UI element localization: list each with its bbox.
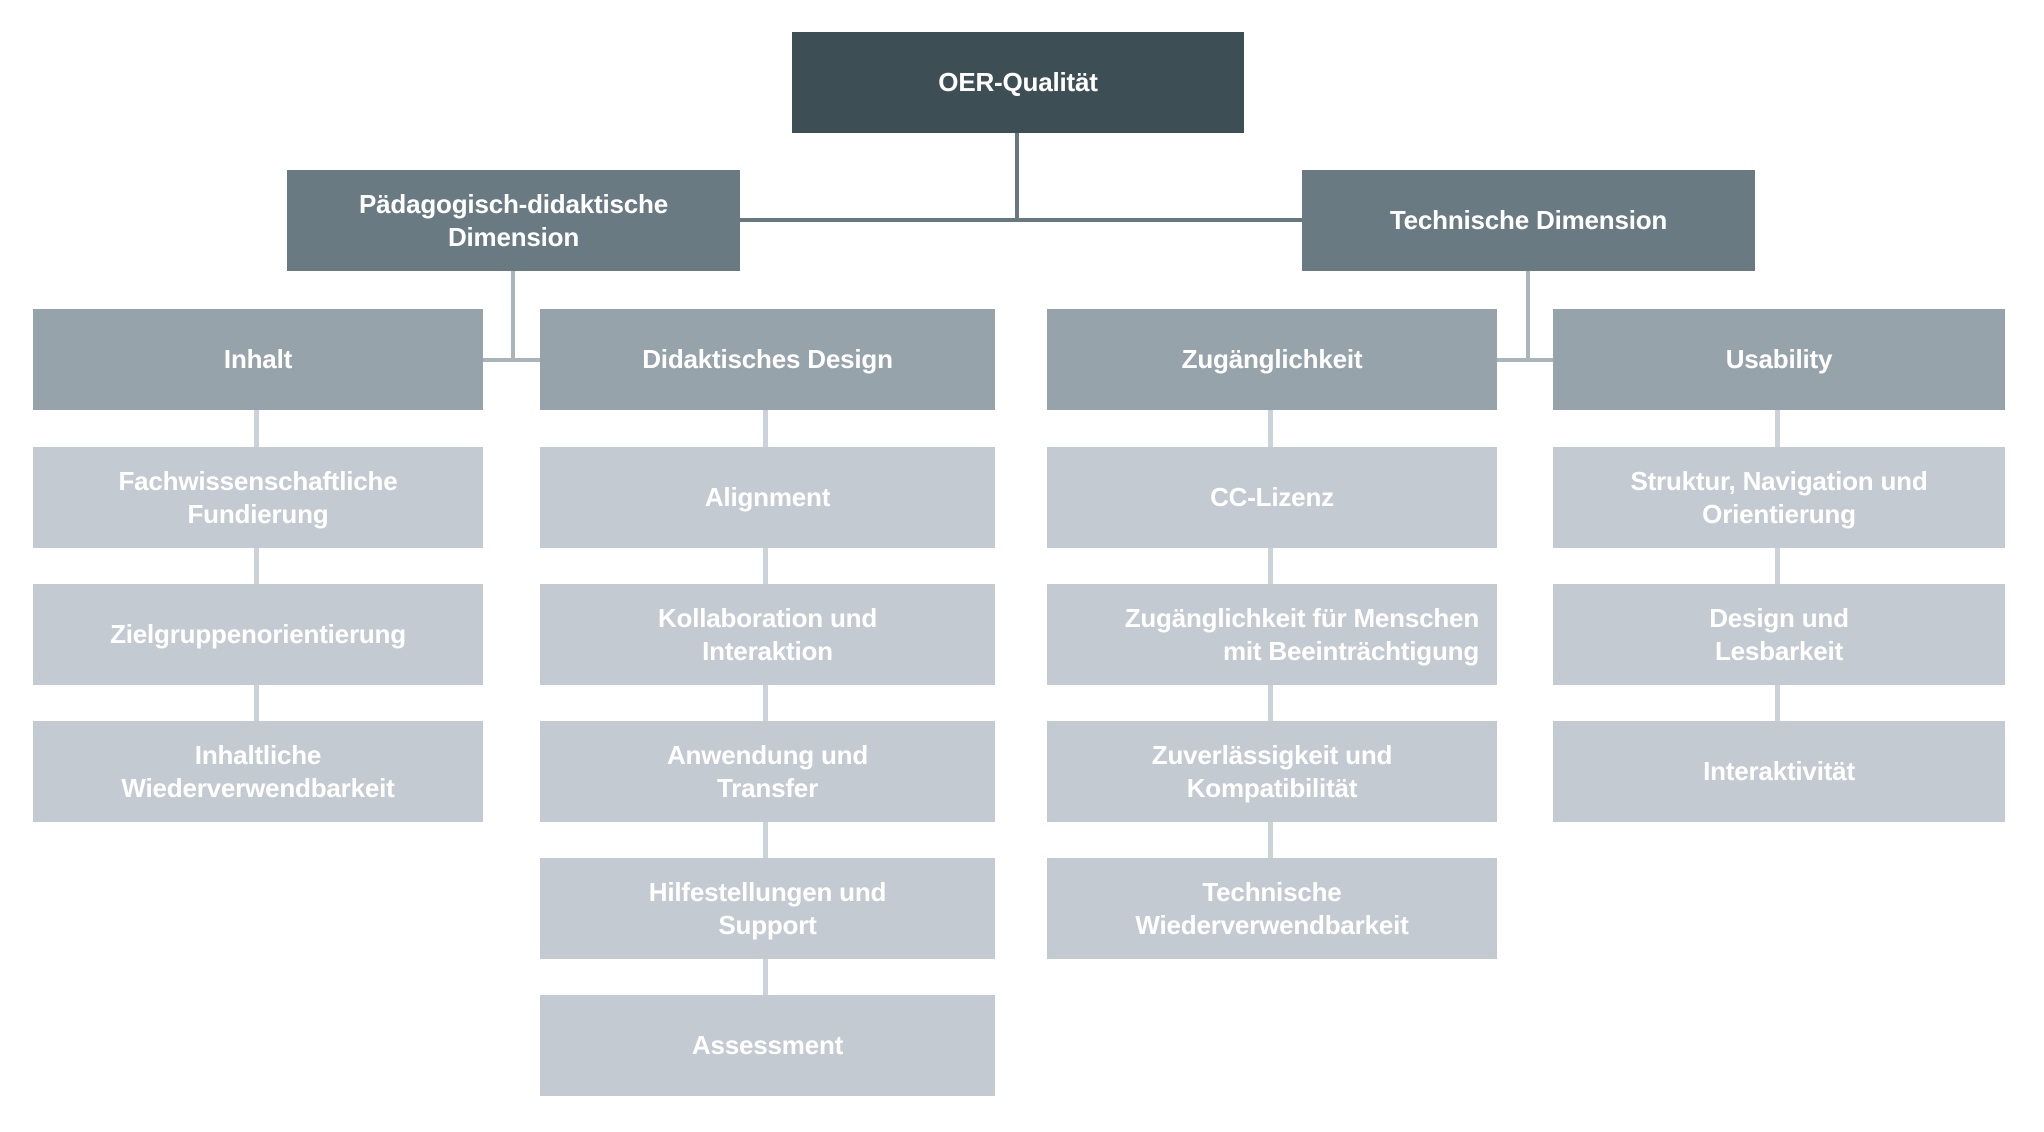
- node-hilfestellungen-und-support: Hilfestellungen und Support: [540, 858, 995, 959]
- node-didaktisches-design: Didaktisches Design: [540, 309, 995, 410]
- connector-column-3: [1268, 410, 1273, 447]
- node-technische-dimension: Technische Dimension: [1302, 170, 1755, 271]
- connector-column-4: [1775, 548, 1780, 584]
- node-inhalt: Inhalt: [33, 309, 483, 410]
- node-zielgruppenorientierung: Zielgruppenorientierung: [33, 584, 483, 685]
- connector-paed-horizontal: [483, 358, 540, 362]
- node-zuverlaessigkeit-und-kompatibilitaet: Zuverlässigkeit und Kompatibilität: [1047, 721, 1497, 822]
- connector-column-2: [763, 822, 768, 858]
- node-kollaboration-und-interaktion: Kollaboration und Interaktion: [540, 584, 995, 685]
- node-oer-qualitaet: OER-Qualität: [792, 32, 1244, 133]
- node-anwendung-und-transfer: Anwendung und Transfer: [540, 721, 995, 822]
- connector-paed-vertical: [511, 271, 515, 362]
- connector-column-4: [1775, 685, 1780, 721]
- connector-column-1: [254, 548, 259, 584]
- node-struktur-navigation-und-orientierung: Struktur, Navigation und Orientierung: [1553, 447, 2005, 548]
- node-usability: Usability: [1553, 309, 2005, 410]
- node-inhaltliche-wiederverwendbarkeit: Inhaltliche Wiederverwendbarkeit: [33, 721, 483, 822]
- connector-column-1: [254, 410, 259, 447]
- connector-column-2: [763, 410, 768, 447]
- node-cc-lizenz: CC-Lizenz: [1047, 447, 1497, 548]
- connector-column-3: [1268, 685, 1273, 721]
- node-fachwissenschaftliche-fundierung: Fachwissenschaftliche Fundierung: [33, 447, 483, 548]
- node-zugaenglichkeit-fuer-menschen-mit-beeintraechtigung: Zugänglichkeit für Menschen mit Beeinträ…: [1047, 584, 1497, 685]
- node-design-und-lesbarkeit: Design und Lesbarkeit: [1553, 584, 2005, 685]
- connector-column-2: [763, 959, 768, 995]
- node-technische-wiederverwendbarkeit: Technische Wiederverwendbarkeit: [1047, 858, 1497, 959]
- connector-column-2: [763, 548, 768, 584]
- node-zugaenglichkeit: Zugänglichkeit: [1047, 309, 1497, 410]
- node-interaktivitaet: Interaktivität: [1553, 721, 2005, 822]
- node-alignment: Alignment: [540, 447, 995, 548]
- connector-tech-vertical: [1526, 271, 1530, 362]
- connector-root-vertical: [1015, 133, 1019, 222]
- connector-column-3: [1268, 822, 1273, 858]
- connector-root-horizontal: [740, 218, 1302, 222]
- connector-column-4: [1775, 410, 1780, 447]
- connector-column-3: [1268, 548, 1273, 584]
- connector-column-1: [254, 685, 259, 721]
- node-assessment: Assessment: [540, 995, 995, 1096]
- connector-tech-horizontal: [1497, 358, 1553, 362]
- node-paedagogisch-didaktische-dimension: Pädagogisch-didaktische Dimension: [287, 170, 740, 271]
- connector-column-2: [763, 685, 768, 721]
